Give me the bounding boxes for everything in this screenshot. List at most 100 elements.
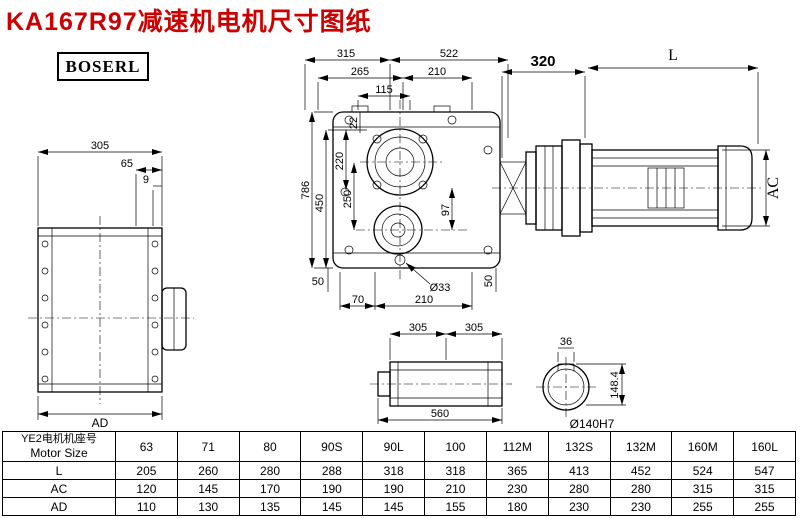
technical-drawing: 315 522 265 210 115 786 450 220 250 22 9…: [28, 47, 782, 430]
table-row-AD: AD 110 130 135 145 145 155 180 230 230 2…: [2, 497, 796, 516]
bore-view: [536, 357, 596, 417]
motor-size-table: YE2电机机座号 Motor Size 63 71 80 90S 90L 100…: [2, 431, 796, 516]
cell: 155: [424, 497, 487, 516]
brand-logo: BOSERL: [57, 52, 149, 81]
dim-lines-front-top: 315 522 265 210 115: [304, 48, 509, 138]
dim-305-shaft-right: 305: [465, 322, 483, 334]
dim-lines-bore: 36 148.4 Ø140H7: [557, 336, 626, 430]
dim-320: 320: [530, 53, 555, 70]
col-header: 132M: [609, 431, 673, 462]
col-header: 90S: [300, 431, 364, 462]
table-header-en: Motor Size: [30, 446, 88, 460]
table-row-AC: AC 120 145 170 190 190 210 230 280 280 3…: [2, 479, 796, 498]
cell: 255: [733, 497, 796, 516]
dim-22: 22: [348, 117, 360, 129]
cell: 255: [671, 497, 735, 516]
cell: 120: [115, 479, 178, 498]
dim-dia33: Ø33: [430, 282, 451, 294]
col-header: 112M: [485, 431, 549, 462]
cell: 365: [485, 461, 549, 480]
dim-lines-shaft: 305 305 560: [377, 322, 503, 424]
dim-AC: AC: [765, 177, 782, 199]
cell: 180: [485, 497, 549, 516]
cell: 524: [671, 461, 735, 480]
col-header: 160L: [733, 431, 796, 462]
dim-210-top: 210: [428, 66, 446, 78]
col-header: 100: [424, 431, 487, 462]
dim-lines-motor: 320 L AC: [501, 47, 782, 227]
dim-522: 522: [440, 48, 458, 60]
dim-786: 786: [300, 181, 312, 199]
dim-305-side: 305: [91, 140, 109, 152]
cell: 413: [547, 461, 611, 480]
page-title: KA167R97减速机电机尺寸图纸: [6, 8, 372, 36]
cell: 145: [300, 497, 364, 516]
cell: 145: [176, 479, 240, 498]
cell: 205: [115, 461, 178, 480]
dim-50-left: 50: [312, 276, 324, 288]
dim-305-shaft-left: 305: [409, 322, 427, 334]
cell: 230: [485, 479, 549, 498]
dim-lines-side: 305 65 9 AD: [37, 140, 163, 430]
cell: 260: [176, 461, 240, 480]
cell: 318: [362, 461, 426, 480]
dim-50-right: 50: [483, 275, 495, 287]
cell: 230: [547, 497, 611, 516]
cell: 280: [238, 461, 302, 480]
cell: 170: [238, 479, 302, 498]
col-header: 63: [115, 431, 178, 462]
cell: 230: [609, 497, 673, 516]
cell: 547: [733, 461, 796, 480]
cell: 130: [176, 497, 240, 516]
cell: 190: [362, 479, 426, 498]
col-header: 90L: [362, 431, 426, 462]
dim-115: 115: [375, 84, 393, 96]
dim-65: 65: [121, 158, 133, 170]
dim-450: 450: [314, 194, 326, 212]
cell: 210: [424, 479, 487, 498]
dim-AD: AD: [92, 416, 109, 430]
table-header-label: YE2电机机座号 Motor Size: [2, 431, 116, 462]
cell: 190: [300, 479, 364, 498]
dim-250: 250: [342, 190, 354, 208]
table-header-cn: YE2电机机座号: [21, 433, 97, 445]
dim-9: 9: [143, 174, 149, 186]
gearbox-front-view: [332, 100, 501, 280]
dim-148-4: 148.4: [609, 371, 621, 399]
brand-logo-text: BOSERL: [65, 56, 141, 76]
motor-side-view: [492, 139, 762, 237]
dim-315: 315: [337, 48, 355, 60]
row-label: AC: [2, 479, 116, 498]
dim-560: 560: [431, 408, 449, 420]
dim-lines-front-bottom: 97 50 70 210 Ø33 50: [312, 188, 497, 310]
shaft-view: [370, 361, 512, 407]
cell: 452: [609, 461, 673, 480]
dim-265: 265: [351, 66, 369, 78]
cell: 145: [362, 497, 426, 516]
dim-210-bottom: 210: [415, 294, 433, 306]
cell: 315: [733, 479, 796, 498]
col-header: 80: [238, 431, 302, 462]
row-label: L: [2, 461, 116, 480]
col-header: 160M: [671, 431, 735, 462]
table-row-L: L 205 260 280 288 318 318 365 413 452 52…: [2, 461, 796, 480]
dim-70: 70: [352, 294, 364, 306]
dim-L: L: [668, 47, 678, 64]
cell: 315: [671, 479, 735, 498]
dim-lines-front-left: 786 450 220 250 22: [300, 111, 367, 269]
gearbox-side-view: [28, 216, 194, 404]
row-label: AD: [2, 497, 116, 516]
col-header: 71: [176, 431, 240, 462]
table-header-row: YE2电机机座号 Motor Size 63 71 80 90S 90L 100…: [2, 431, 796, 462]
dim-dia140: Ø140H7: [570, 417, 615, 430]
cell: 280: [609, 479, 673, 498]
dim-36: 36: [560, 336, 572, 348]
dim-220: 220: [334, 152, 346, 170]
dim-97: 97: [440, 204, 452, 216]
cell: 135: [238, 497, 302, 516]
cell: 110: [115, 497, 178, 516]
cell: 288: [300, 461, 364, 480]
col-header: 132S: [547, 431, 611, 462]
cell: 318: [424, 461, 487, 480]
